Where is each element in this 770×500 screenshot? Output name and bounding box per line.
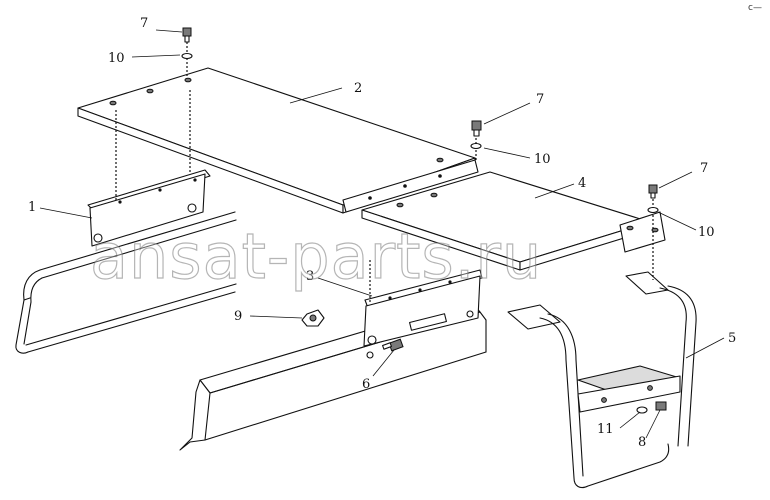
callout-2: 2: [354, 81, 362, 96]
callout-7-right: 7: [700, 161, 708, 176]
leader-lines: [39, 29, 725, 439]
callout-9: 9: [234, 309, 242, 324]
callout-11: 11: [597, 422, 614, 437]
handrail-tube: [15, 211, 237, 354]
callout-10-right: 10: [698, 225, 715, 240]
bolt-8: [655, 401, 667, 411]
washer-10-right: [647, 206, 659, 214]
callout-1: 1: [28, 200, 36, 215]
bolt-7-right: [648, 184, 658, 199]
callout-10-top: 10: [108, 51, 125, 66]
washer-10-top: [181, 52, 193, 60]
callout-8: 8: [638, 435, 646, 450]
callout-5: 5: [728, 331, 736, 346]
callout-7-top: 7: [140, 16, 148, 31]
watermark: ansat-parts.ru: [90, 220, 542, 293]
bracket-1: [87, 169, 211, 247]
bolt-7-top: [182, 27, 192, 43]
callout-4: 4: [578, 176, 586, 191]
bolt-7-mid: [471, 120, 482, 137]
callout-6: 6: [362, 377, 370, 392]
washer-10-mid: [470, 142, 482, 150]
platform-plate-4: [361, 171, 666, 271]
callout-10-mid: 10: [534, 152, 551, 167]
mount-rail-upper: [342, 159, 479, 213]
washer-11: [636, 406, 648, 414]
callout-7-mid: 7: [536, 92, 544, 107]
nut-9: [301, 309, 325, 327]
corner-mark: c—: [748, 3, 762, 13]
callout-3: 3: [306, 269, 314, 284]
bracket-3: [363, 269, 483, 347]
bolt-6: [366, 338, 404, 359]
step-ladder-5: [507, 271, 697, 489]
